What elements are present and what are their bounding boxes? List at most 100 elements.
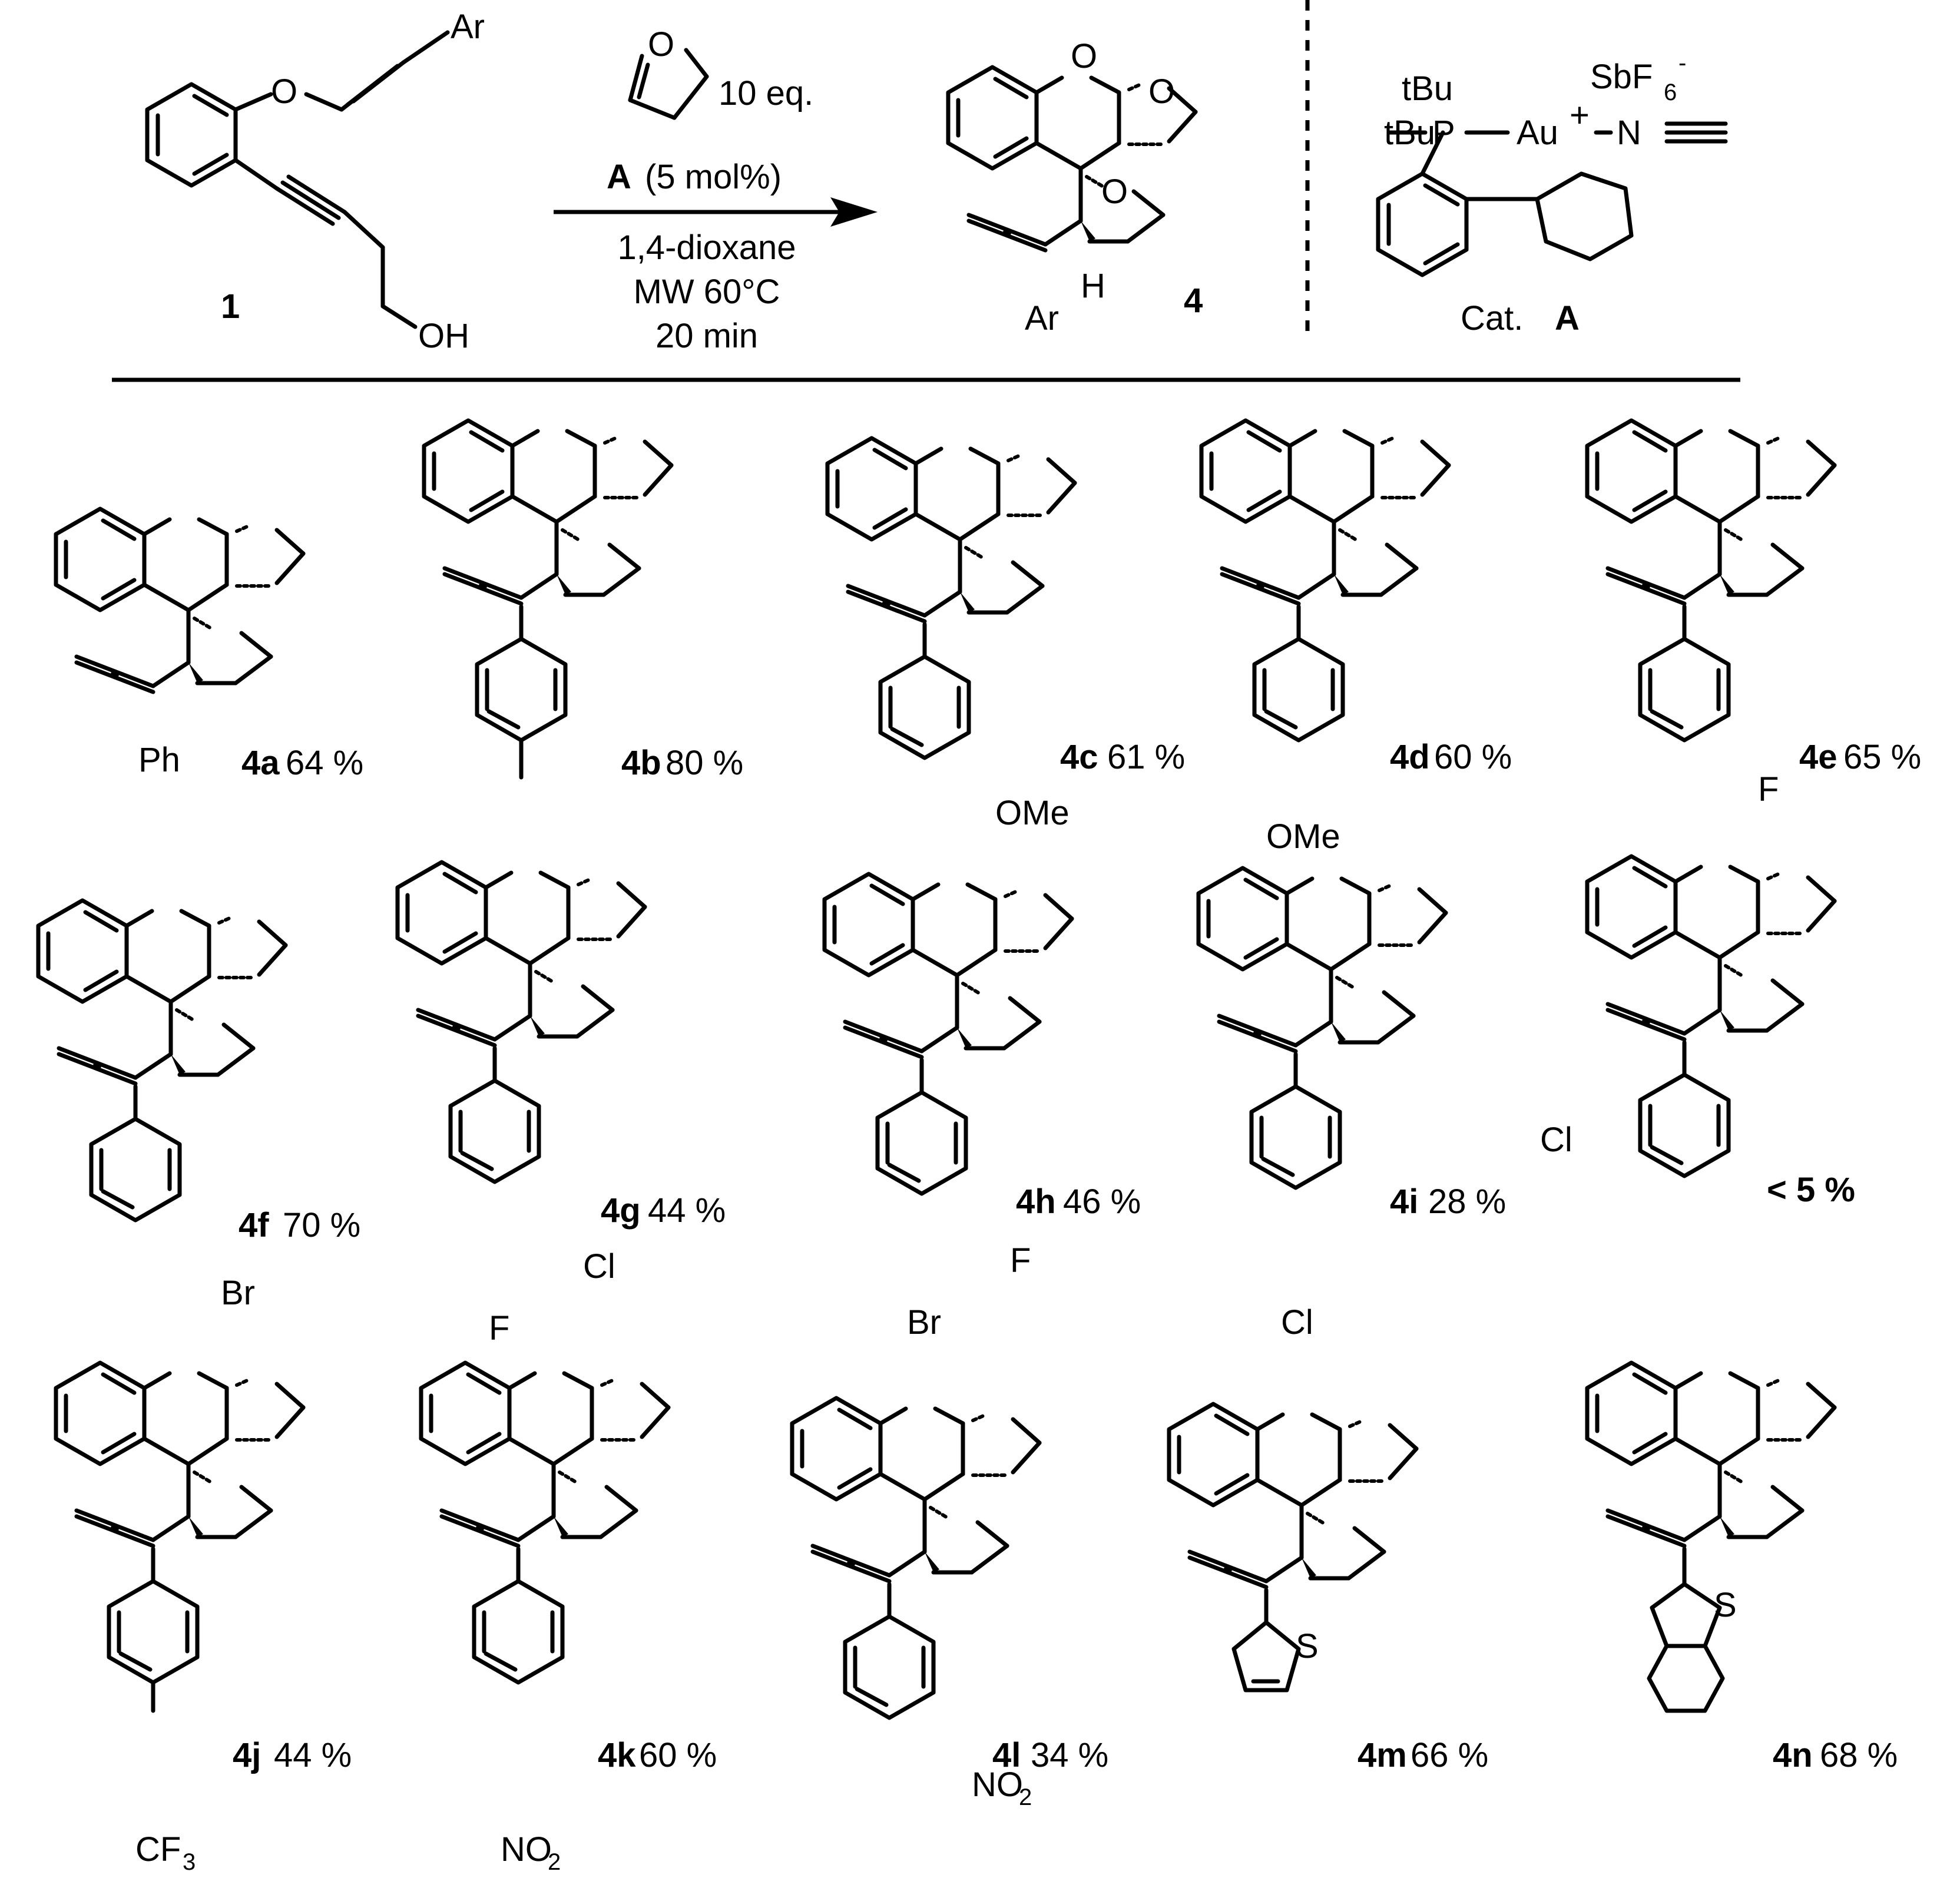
product-4k-aryl: [474, 1549, 562, 1682]
product-4g-id: 4g: [601, 1191, 641, 1230]
product-2-chloro: [1587, 856, 1835, 1039]
product-4d-substituent: OMe: [1266, 817, 1340, 856]
product-4l-substituent: NO: [972, 1766, 1023, 1804]
product-4a-yield: 64 %: [286, 744, 363, 782]
product-4a-id: 4a: [241, 744, 280, 782]
product-4h-aryl: [878, 1060, 966, 1194]
catalyst-caption: Cat.: [1461, 299, 1523, 337]
product-4g-substituent: Cl: [583, 1247, 615, 1286]
catalyst-counterion-charge: -: [1678, 50, 1686, 76]
product-4f: [38, 900, 286, 1084]
product-4c-substituent: OMe: [995, 794, 1070, 832]
reaction-arrowhead: [830, 197, 878, 227]
product-4n-hetero: S: [1714, 1586, 1737, 1624]
product-thf-oxygen: O: [1148, 72, 1175, 111]
product-4b-id: 4b: [621, 744, 661, 782]
product-4l-yield: 34 %: [1031, 1736, 1108, 1774]
product-4k-substituent-sub: 2: [548, 1849, 561, 1875]
product-4n-yield: 68 %: [1820, 1736, 1898, 1774]
reactant-number: 1: [221, 287, 240, 326]
product-4d-aryl: [1254, 607, 1343, 740]
product-4f-yield: 70 %: [283, 1206, 360, 1244]
product-4l-substituent-sub: 2: [1019, 1784, 1032, 1810]
product-4b: [424, 420, 671, 604]
catalyst-loading: (5 mol%): [645, 158, 782, 196]
catalyst-gold-charge: +: [1570, 96, 1590, 134]
product-4g-substituent-2: F: [489, 1309, 509, 1347]
product-4b-yield: 80 %: [666, 744, 743, 782]
catalyst-gold: Au: [1517, 114, 1558, 152]
reactant-aryl-label: Ar: [451, 8, 485, 46]
product-4f-id: 4f: [239, 1206, 269, 1244]
product-4k-id: 4k: [598, 1736, 636, 1774]
product-4h: [825, 874, 1072, 1057]
product-4i-yield: 28 %: [1428, 1183, 1506, 1221]
product-4h-id: 4h: [1016, 1183, 1056, 1221]
product-4e-id: 4e: [1799, 738, 1838, 776]
product-4g-aryl: [451, 1048, 539, 1182]
catalyst-nitrogen: N: [1617, 114, 1641, 152]
product-4j-aryl: [109, 1549, 197, 1682]
reactant-1: [145, 30, 450, 329]
product-4h-yield: 46 %: [1063, 1183, 1141, 1221]
catalyst-label: A: [607, 158, 631, 196]
product-4i-aryl: [1252, 1054, 1340, 1188]
product-4l-id: 4l: [992, 1736, 1021, 1774]
reagent-equivalents: 10 eq.: [719, 74, 813, 112]
product-4g-yield: 44 %: [648, 1191, 726, 1230]
catalyst-tbu-left: tBu: [1384, 114, 1435, 152]
dihydrofuran-reagent: [628, 48, 709, 120]
product-4k-substituent: NO: [501, 1830, 552, 1869]
product-4i-substituent: Cl: [1281, 1303, 1313, 1342]
product-4m-hetero: S: [1296, 1627, 1319, 1665]
product-4j-id: 4j: [233, 1736, 261, 1774]
product-4i: [1198, 868, 1446, 1051]
catalyst-tbu-top: tBu: [1402, 69, 1453, 108]
catalyst-a-structure: [1376, 121, 1728, 277]
product-2-chloro-yield: < 5 %: [1767, 1171, 1855, 1209]
product-4i-id: 4i: [1390, 1183, 1418, 1221]
product-aryl-label: Ar: [1025, 299, 1059, 337]
product-4f-substituent: Br: [221, 1274, 255, 1312]
product-4g: [398, 862, 645, 1045]
product-4l-aryl: [845, 1584, 933, 1718]
product-4n-id: 4n: [1773, 1736, 1813, 1774]
product-4d-yield: 60 %: [1434, 738, 1512, 776]
product-4a: [56, 509, 303, 692]
product-4h-substituent: F: [1010, 1241, 1031, 1280]
product-4l: [792, 1398, 1039, 1581]
solvent: 1,4-dioxane: [617, 228, 796, 267]
product-4j-substituent-sub: 3: [183, 1849, 196, 1875]
product-hydrogen: H: [1081, 267, 1105, 305]
reactant-oxygen-label: O: [271, 72, 297, 111]
reactant-hydroxyl-label: OH: [418, 317, 469, 355]
product-4f-aryl: [91, 1087, 180, 1220]
reaction-time: 20 min: [655, 317, 758, 355]
product-4j-substituent: CF: [135, 1830, 181, 1869]
product-4m: [1169, 1404, 1416, 1587]
product-4e-substituent: F: [1758, 770, 1779, 809]
product-4b-aryl: [477, 607, 565, 740]
product-4d: [1201, 420, 1449, 604]
product-4k: [421, 1363, 668, 1546]
product-4c: [827, 438, 1075, 621]
product-4d-id: 4d: [1390, 738, 1430, 776]
product-4n-benzothiophene: [1647, 1546, 1725, 1713]
product-4k-yield: 60 %: [639, 1736, 717, 1774]
product-4e-aryl: [1640, 607, 1729, 740]
product-4m-id: 4m: [1358, 1736, 1407, 1774]
product-number: 4: [1184, 281, 1203, 320]
product-4c-yield: 61 %: [1107, 738, 1185, 776]
product-4c-id: 4c: [1060, 738, 1098, 776]
catalyst-caption-bold: A: [1555, 299, 1580, 337]
product-4e-yield: 65 %: [1843, 738, 1921, 776]
product-4e: [1587, 420, 1835, 604]
product-4j-yield: 44 %: [274, 1736, 352, 1774]
product-4n: [1587, 1363, 1835, 1546]
heating-condition: MW 60°C: [634, 273, 780, 311]
product-4m-thiophene: [1231, 1588, 1301, 1692]
catalyst-counterion: SbF: [1590, 58, 1653, 96]
product-4c-aryl: [880, 624, 969, 758]
reagent-oxygen-label: O: [648, 25, 674, 64]
